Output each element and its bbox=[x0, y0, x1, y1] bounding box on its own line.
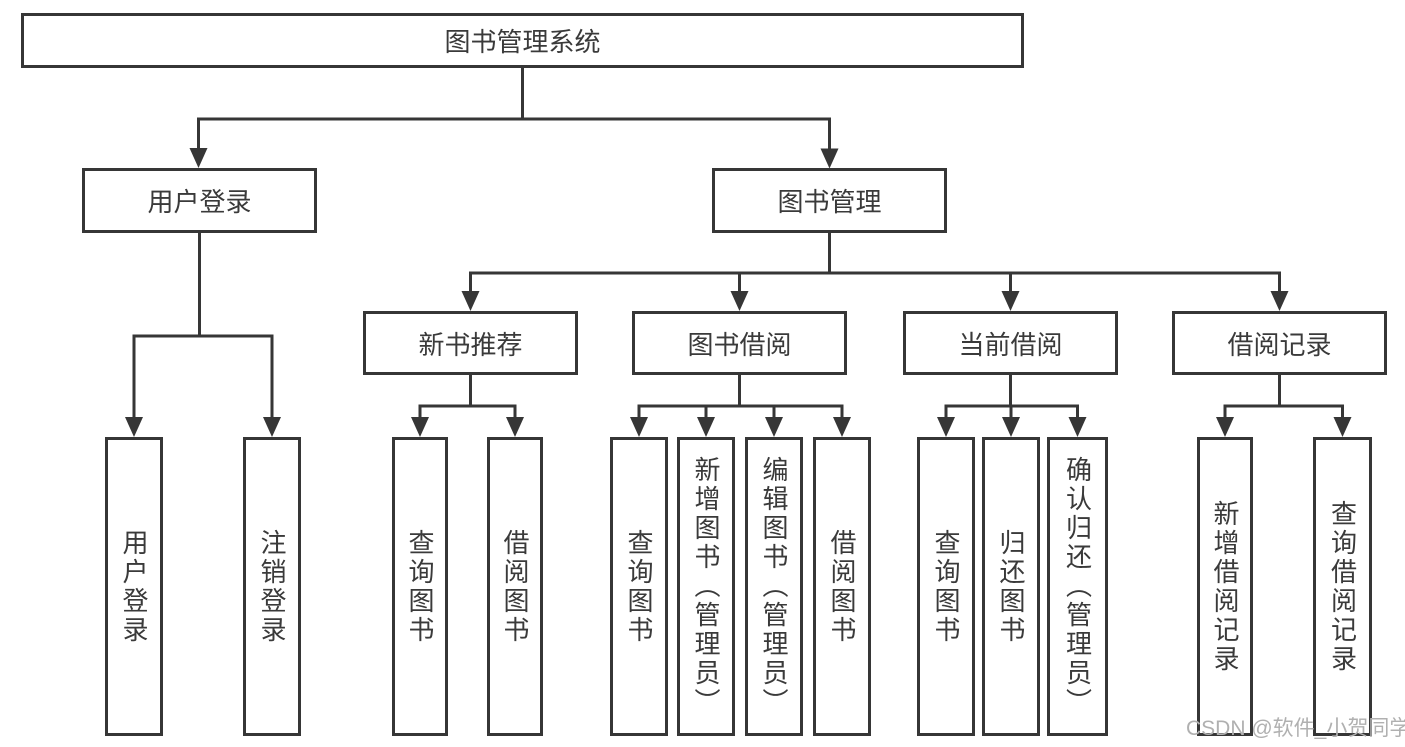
node-root-system: 图书管理系统 bbox=[21, 13, 1024, 68]
node-borrow-records: 借阅记录 bbox=[1172, 311, 1387, 375]
leaf-query-books-1-label: 查询图书 bbox=[405, 528, 435, 645]
node-book-borrow: 图书借阅 bbox=[632, 311, 847, 375]
leaf-user-login: 用户登录 bbox=[105, 437, 163, 736]
leaf-borrow-books-1-label: 借阅图书 bbox=[500, 528, 530, 645]
node-current-borrow: 当前借阅 bbox=[903, 311, 1118, 375]
leaf-query-books-2: 查询图书 bbox=[610, 437, 668, 736]
leaf-query-books-1: 查询图书 bbox=[392, 437, 448, 736]
leaf-query-books-3-label: 查询图书 bbox=[931, 528, 961, 645]
leaf-borrow-books-1: 借阅图书 bbox=[487, 437, 543, 736]
leaf-add-books-admin-label: 新增图书（管理员） bbox=[691, 456, 721, 717]
leaf-confirm-return-admin-label: 确认归还（管理员） bbox=[1062, 456, 1093, 717]
leaf-add-borrow-record: 新增借阅记录 bbox=[1197, 437, 1253, 736]
leaf-return-books: 归还图书 bbox=[982, 437, 1040, 736]
leaf-query-borrow-record: 查询借阅记录 bbox=[1313, 437, 1372, 736]
leaf-edit-books-admin: 编辑图书（管理员） bbox=[745, 437, 803, 736]
leaf-query-borrow-record-label: 查询借阅记录 bbox=[1327, 499, 1358, 674]
node-new-book-recommend: 新书推荐 bbox=[363, 311, 578, 375]
leaf-add-books-admin: 新增图书（管理员） bbox=[677, 437, 735, 736]
leaf-query-books-2-label: 查询图书 bbox=[624, 528, 654, 645]
csdn-watermark: CSDN @软件_小贺同学 bbox=[1186, 717, 1405, 740]
leaf-borrow-books-2-label: 借阅图书 bbox=[827, 528, 857, 645]
leaf-return-books-label: 归还图书 bbox=[996, 528, 1026, 645]
node-book-management: 图书管理 bbox=[712, 168, 947, 233]
leaf-user-login-label: 用户登录 bbox=[119, 528, 149, 645]
leaf-add-borrow-record-label: 新增借阅记录 bbox=[1210, 499, 1240, 674]
leaf-confirm-return-admin: 确认归还（管理员） bbox=[1047, 437, 1108, 736]
leaf-logout-label: 注销登录 bbox=[257, 528, 287, 645]
leaf-borrow-books-2: 借阅图书 bbox=[813, 437, 871, 736]
leaf-edit-books-admin-label: 编辑图书（管理员） bbox=[759, 456, 789, 717]
leaf-logout: 注销登录 bbox=[243, 437, 301, 736]
leaf-query-books-3: 查询图书 bbox=[917, 437, 975, 736]
node-user-login: 用户登录 bbox=[82, 168, 317, 233]
